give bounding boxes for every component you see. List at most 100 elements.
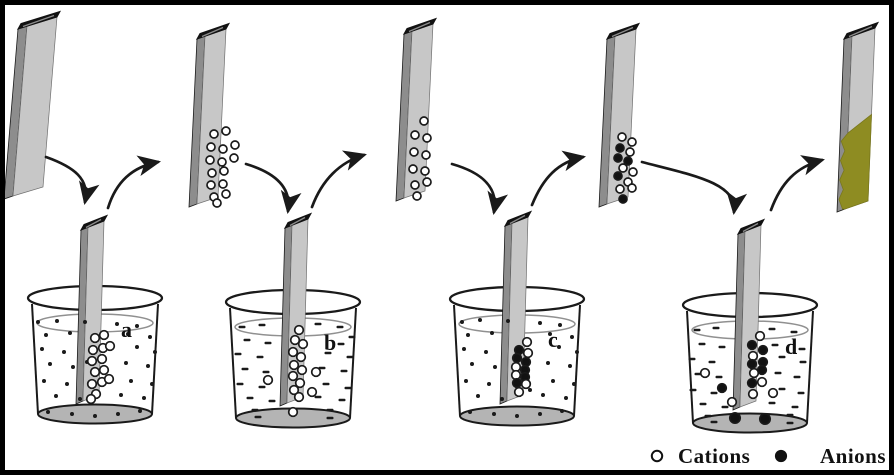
solution-dot xyxy=(492,412,496,416)
cation-circle xyxy=(699,367,711,379)
cation-circle xyxy=(615,184,625,194)
cation-circle xyxy=(218,144,228,154)
cation-circle xyxy=(756,376,768,388)
cation-circle xyxy=(207,168,217,178)
solution-dot xyxy=(78,397,82,401)
solution-dash xyxy=(768,327,776,331)
solution-dash xyxy=(268,399,276,403)
cation-circle xyxy=(262,374,274,386)
solution-dash xyxy=(768,401,776,405)
solution-dash xyxy=(778,355,786,359)
cation-circle xyxy=(295,351,307,363)
arrow-out-of-beaker-c xyxy=(530,150,587,207)
cation-circle xyxy=(520,378,532,390)
solution-dash xyxy=(337,342,345,346)
solution-dot xyxy=(135,345,139,349)
slab-top-highlight xyxy=(408,21,431,33)
solution-dash xyxy=(318,366,326,370)
cation-circle xyxy=(296,364,308,376)
solution-dash xyxy=(336,325,344,329)
solution-dot xyxy=(36,320,40,324)
cation-circle xyxy=(209,129,219,139)
cation-circle xyxy=(421,150,431,160)
cation-circle xyxy=(410,130,420,140)
solution-dot xyxy=(541,393,545,397)
solution-dash xyxy=(241,367,249,371)
solution-dash xyxy=(698,342,706,346)
arrow-out-of-beaker-b xyxy=(310,150,367,209)
solution-dash xyxy=(314,395,322,399)
anion-circle xyxy=(728,411,742,425)
cation-legend-icon xyxy=(650,449,664,463)
solution-dot xyxy=(470,362,474,366)
solution-dash xyxy=(256,355,264,359)
solution-dot xyxy=(506,319,510,323)
solution-dot xyxy=(71,365,75,369)
solution-dash xyxy=(324,351,332,355)
arrows-layer xyxy=(44,150,825,216)
cation-circle xyxy=(627,137,637,147)
solution-dash xyxy=(688,357,696,361)
cation-circle xyxy=(104,340,116,352)
solution-dash xyxy=(246,396,254,400)
solution-dot xyxy=(462,347,466,351)
solution-dot xyxy=(115,322,119,326)
solution-dash xyxy=(326,408,334,412)
solution-dot xyxy=(500,397,504,401)
solution-dot xyxy=(142,396,146,400)
solution-dot xyxy=(570,335,574,339)
cation-circle xyxy=(98,329,110,341)
deposited-film-coating xyxy=(838,113,872,210)
cation-circle xyxy=(293,391,305,403)
solution-dot xyxy=(129,379,133,383)
slab-top-highlight xyxy=(22,14,55,28)
cation-circle xyxy=(513,386,525,398)
arrow-into-beaker-d xyxy=(640,160,748,216)
solution-dot xyxy=(515,414,519,418)
anion-circle xyxy=(613,171,623,181)
solution-dash xyxy=(234,352,242,356)
cation-circle xyxy=(410,180,420,190)
cation-circle xyxy=(219,166,229,176)
cation-circle xyxy=(310,366,322,378)
solution-dash xyxy=(771,343,779,347)
solution-dot xyxy=(46,410,50,414)
solution-dash xyxy=(797,391,805,395)
cation-circle xyxy=(294,377,306,389)
solution-dash xyxy=(236,382,244,386)
cation-circle xyxy=(422,177,432,187)
solution-dash xyxy=(778,387,786,391)
arrow-out-of-beaker-d xyxy=(769,155,825,212)
solution-dash xyxy=(798,347,806,351)
solution-dash xyxy=(340,369,348,373)
cation-circle xyxy=(617,132,627,142)
beaker-bottom xyxy=(692,412,808,434)
cation-circle xyxy=(628,167,638,177)
slab-top-highlight xyxy=(201,26,224,38)
solution-dot xyxy=(42,379,46,383)
arrow-out-of-beaker-a xyxy=(106,155,162,210)
solution-dot xyxy=(119,393,123,397)
anions-legend-label: Anions xyxy=(820,444,886,468)
slab-top-highlight xyxy=(85,218,102,229)
solution-dash xyxy=(791,405,799,409)
cation-circle xyxy=(87,344,99,356)
solution-dash xyxy=(264,341,272,345)
solution-dash xyxy=(346,355,354,359)
cation-circle xyxy=(297,338,309,350)
solution-dot xyxy=(478,318,482,322)
solution-dash xyxy=(238,325,246,329)
solution-dash xyxy=(258,385,266,389)
cation-circle xyxy=(287,370,299,382)
arrow-into-beaker-c xyxy=(450,162,509,216)
anion-circle xyxy=(716,382,728,394)
cation-circle xyxy=(767,387,779,399)
cation-circle xyxy=(86,378,98,390)
cation-circle xyxy=(618,163,628,173)
substrate-stage-1-bare xyxy=(3,10,62,200)
cation-circle xyxy=(625,147,635,157)
cation-circle xyxy=(103,373,115,385)
solution-dot xyxy=(148,335,152,339)
anion-circle xyxy=(618,194,628,204)
solution-dot xyxy=(557,345,561,349)
